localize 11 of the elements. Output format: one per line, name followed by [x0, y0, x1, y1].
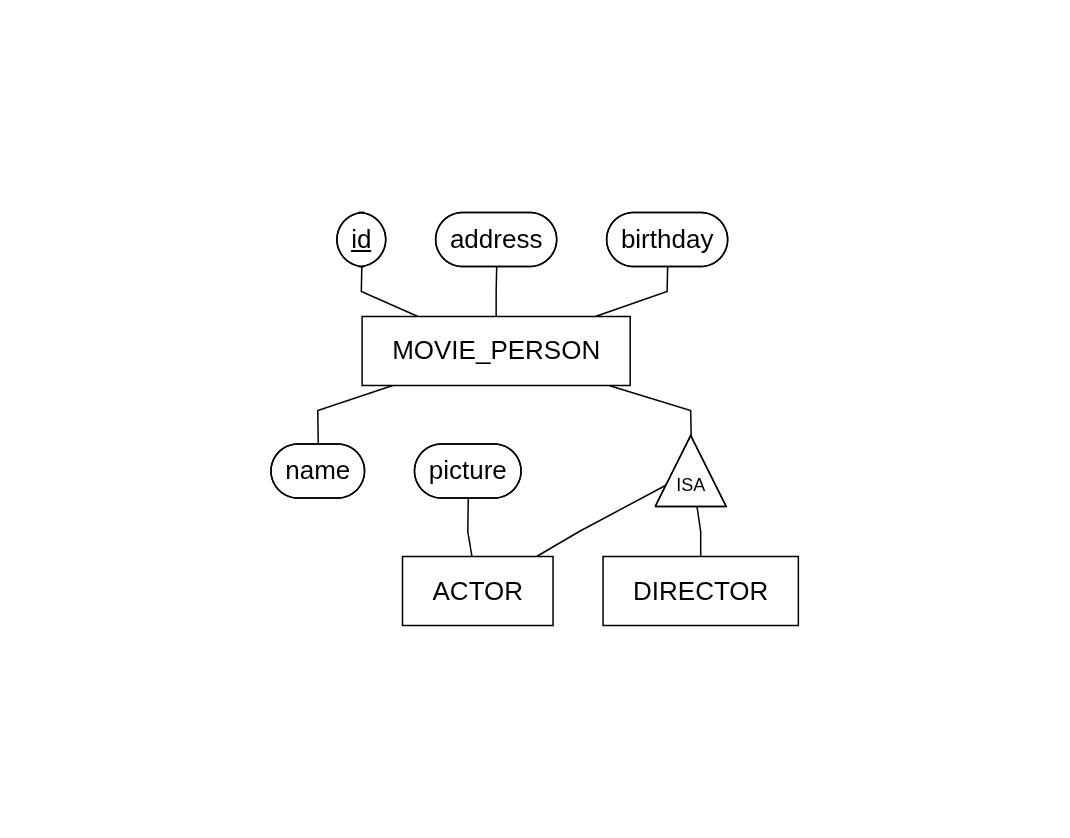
connector — [594, 266, 669, 318]
connector — [360, 266, 420, 318]
connector — [467, 497, 474, 558]
node-box: ACTOR — [402, 555, 555, 627]
node-box: DIRECTOR — [602, 555, 800, 627]
connector — [608, 384, 693, 437]
node-box: MOVIE_PERSON — [361, 315, 632, 387]
connector — [696, 506, 702, 558]
connector — [536, 484, 668, 558]
connector — [317, 384, 394, 446]
connector — [495, 266, 498, 318]
